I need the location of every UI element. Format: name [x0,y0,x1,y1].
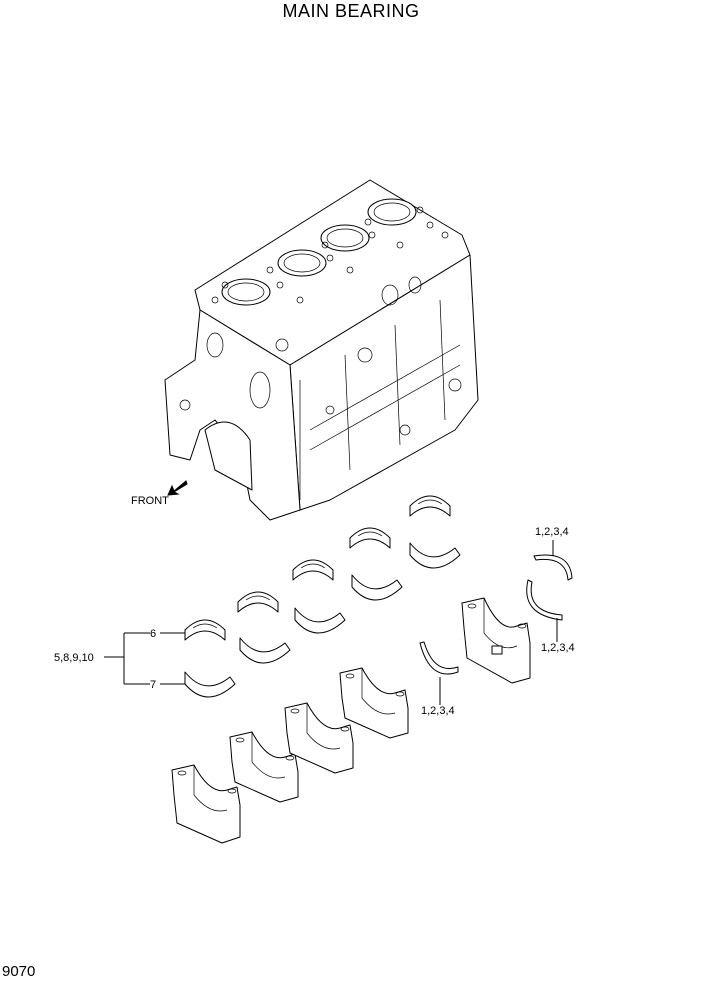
upper-bearing-shells [184,495,451,641]
thrust-washer-label-lower: 1,2,3,4 [541,642,575,654]
lower-bearing-shells [184,542,461,698]
front-arrow-icon [167,480,188,496]
engine-block [164,179,479,521]
front-label: FRONT [131,495,169,507]
diagram-title: MAIN BEARING [282,1,420,21]
bearing-group-label: 5,8,9,10 [54,652,94,664]
thrust-washer-label-center: 1,2,3,4 [421,705,455,717]
page-number: 9070 [2,963,36,980]
bearing-caps [171,597,531,844]
upper-shell-label: 6 [150,628,156,640]
lower-shell-label: 7 [150,679,156,691]
thrust-washers [419,554,573,675]
thrust-washer-label-upper: 1,2,3,4 [535,526,569,538]
leader-lines [104,540,558,705]
